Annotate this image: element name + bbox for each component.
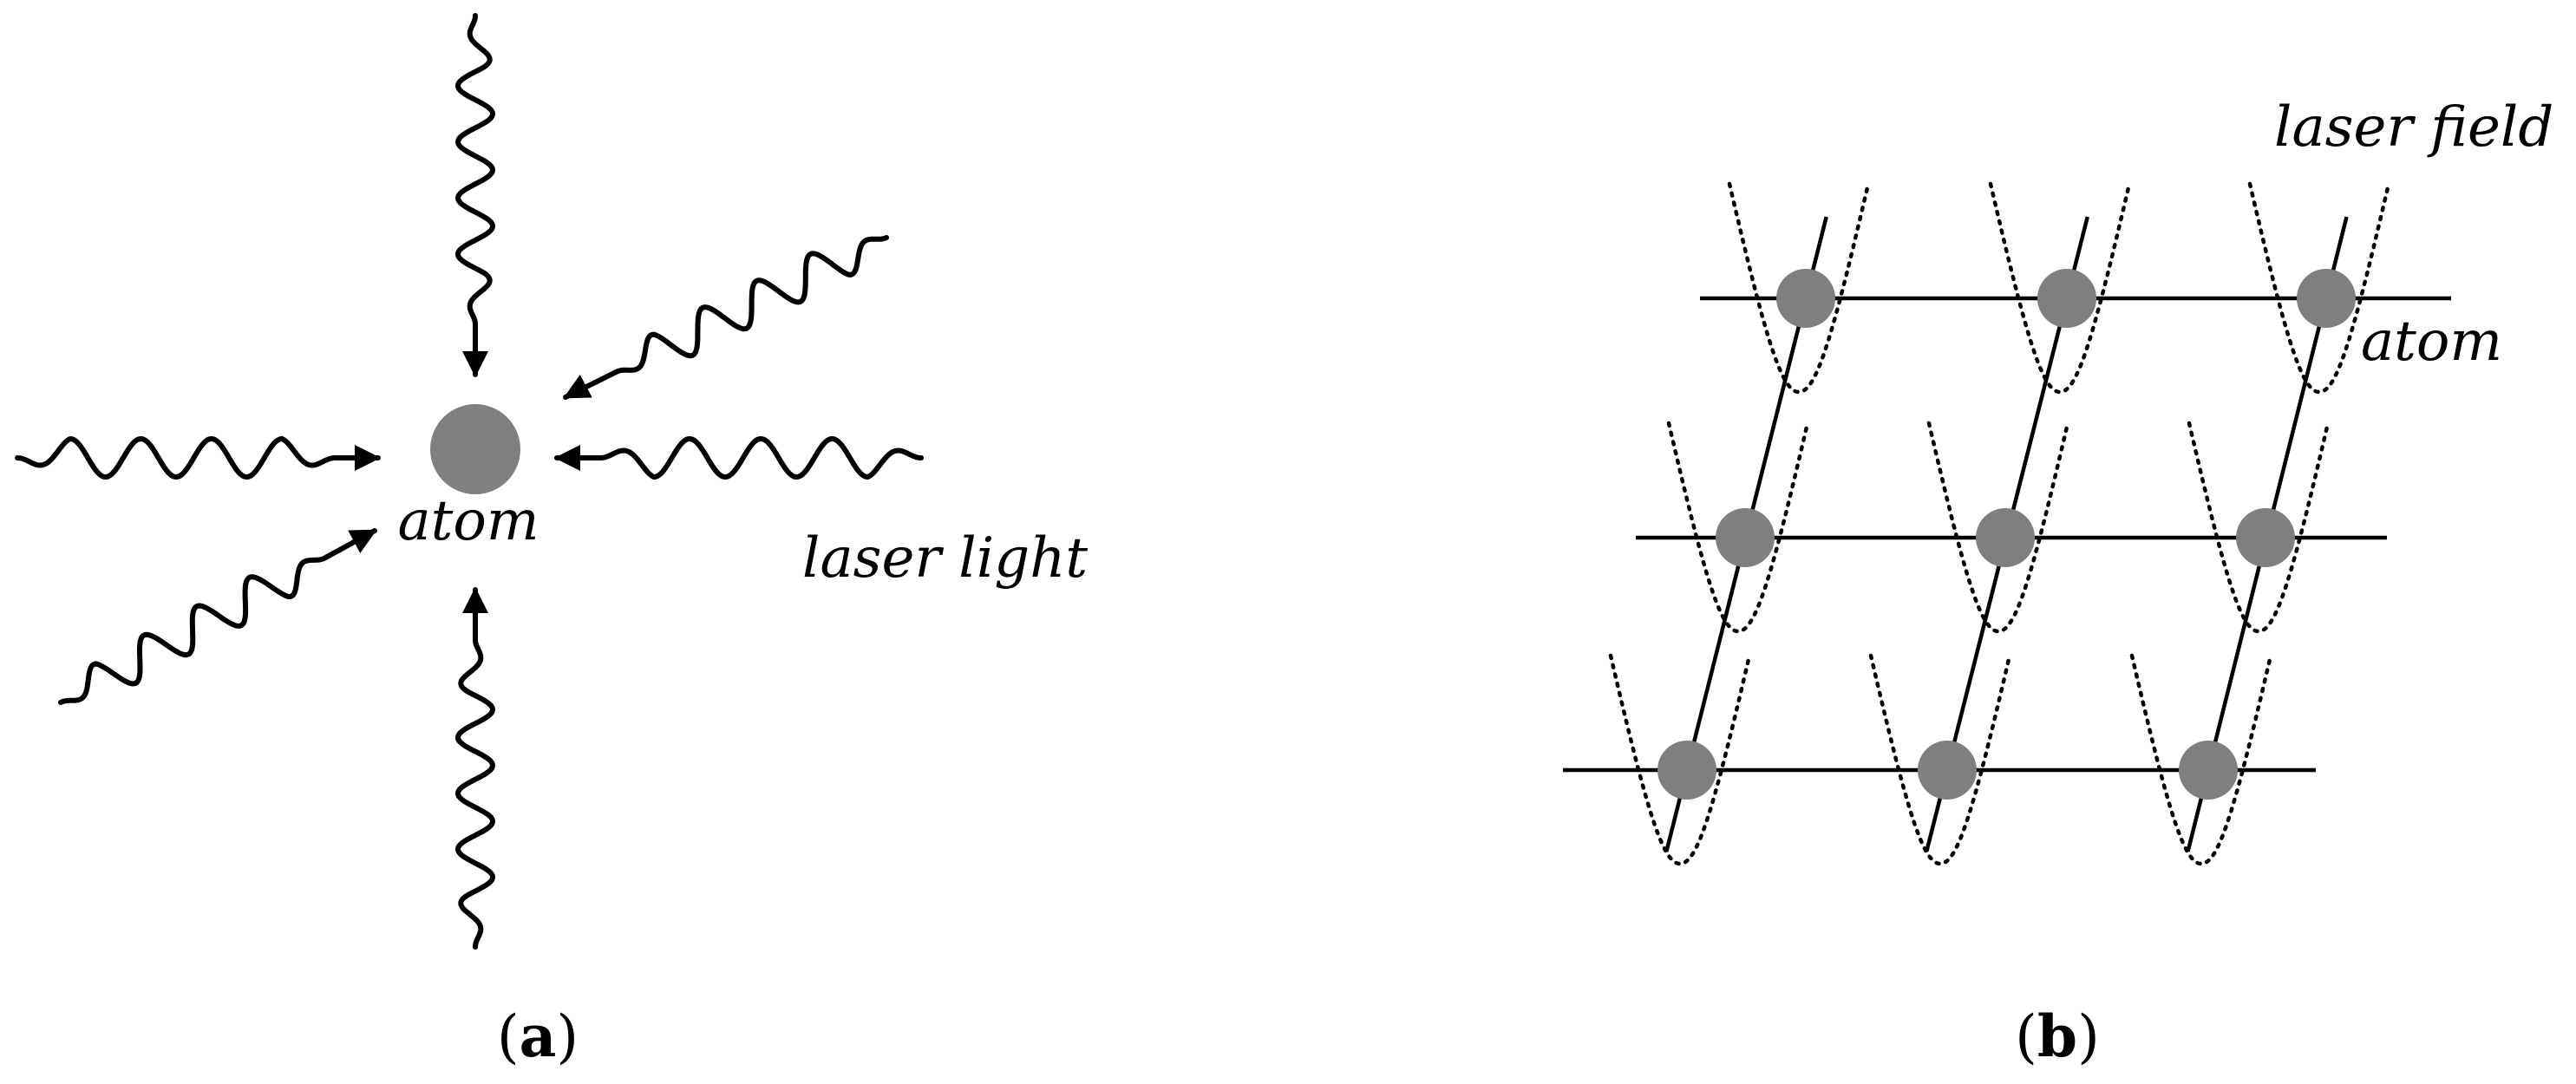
laser-beam-left [15, 435, 381, 480]
caption-a-letter: a [520, 1002, 557, 1070]
lattice-atom [2297, 269, 2356, 328]
laser-light-label: laser light [802, 526, 1088, 591]
caption-a: (a) [497, 1002, 579, 1070]
panel-a-laser-cooling: atom laser light (a) [15, 13, 1088, 1070]
lattice-atom [1976, 508, 2035, 567]
lattice-atom [1716, 508, 1775, 567]
laser-field-label: laser field [2274, 95, 2553, 160]
lattice [1563, 181, 2451, 866]
caption-b-letter: b [2037, 1002, 2077, 1070]
panel-b-optical-lattice: laser field atom (b) [1563, 95, 2553, 1070]
potential-well [1608, 653, 1752, 866]
potential-well [2129, 653, 2273, 866]
potential-well [1926, 421, 2070, 634]
potential-well [1666, 421, 1810, 634]
caption-b: (b) [2015, 1002, 2100, 1070]
atom-label-a: atom [397, 489, 539, 553]
caption-b-close: ) [2077, 1003, 2100, 1070]
laser-beam-bottom [454, 587, 496, 950]
potential-well [2187, 421, 2331, 634]
lattice-atom [1776, 269, 1835, 328]
caption-b-open: ( [2015, 1003, 2037, 1070]
laser-beam-top [454, 13, 496, 377]
laser-beam-right [554, 435, 924, 480]
lattice-atom [1918, 741, 1977, 800]
lattice-atom [1657, 741, 1716, 800]
laser-beams [15, 13, 924, 950]
potential-well [2247, 181, 2391, 395]
lattice-atom [2236, 508, 2295, 567]
potential-well [1988, 181, 2132, 395]
caption-a-open: ( [497, 1003, 520, 1070]
atom-a-circle [430, 404, 520, 494]
atom-label-b: atom [2361, 310, 2502, 374]
laser-beam-lower-left [58, 528, 377, 705]
caption-a-close: ) [556, 1003, 579, 1070]
potential-well [1868, 653, 2012, 866]
lattice-atom [2179, 741, 2238, 800]
potential-well [1727, 181, 1871, 395]
laser-beam-upper-right [563, 235, 889, 400]
lattice-atom [2037, 269, 2096, 328]
